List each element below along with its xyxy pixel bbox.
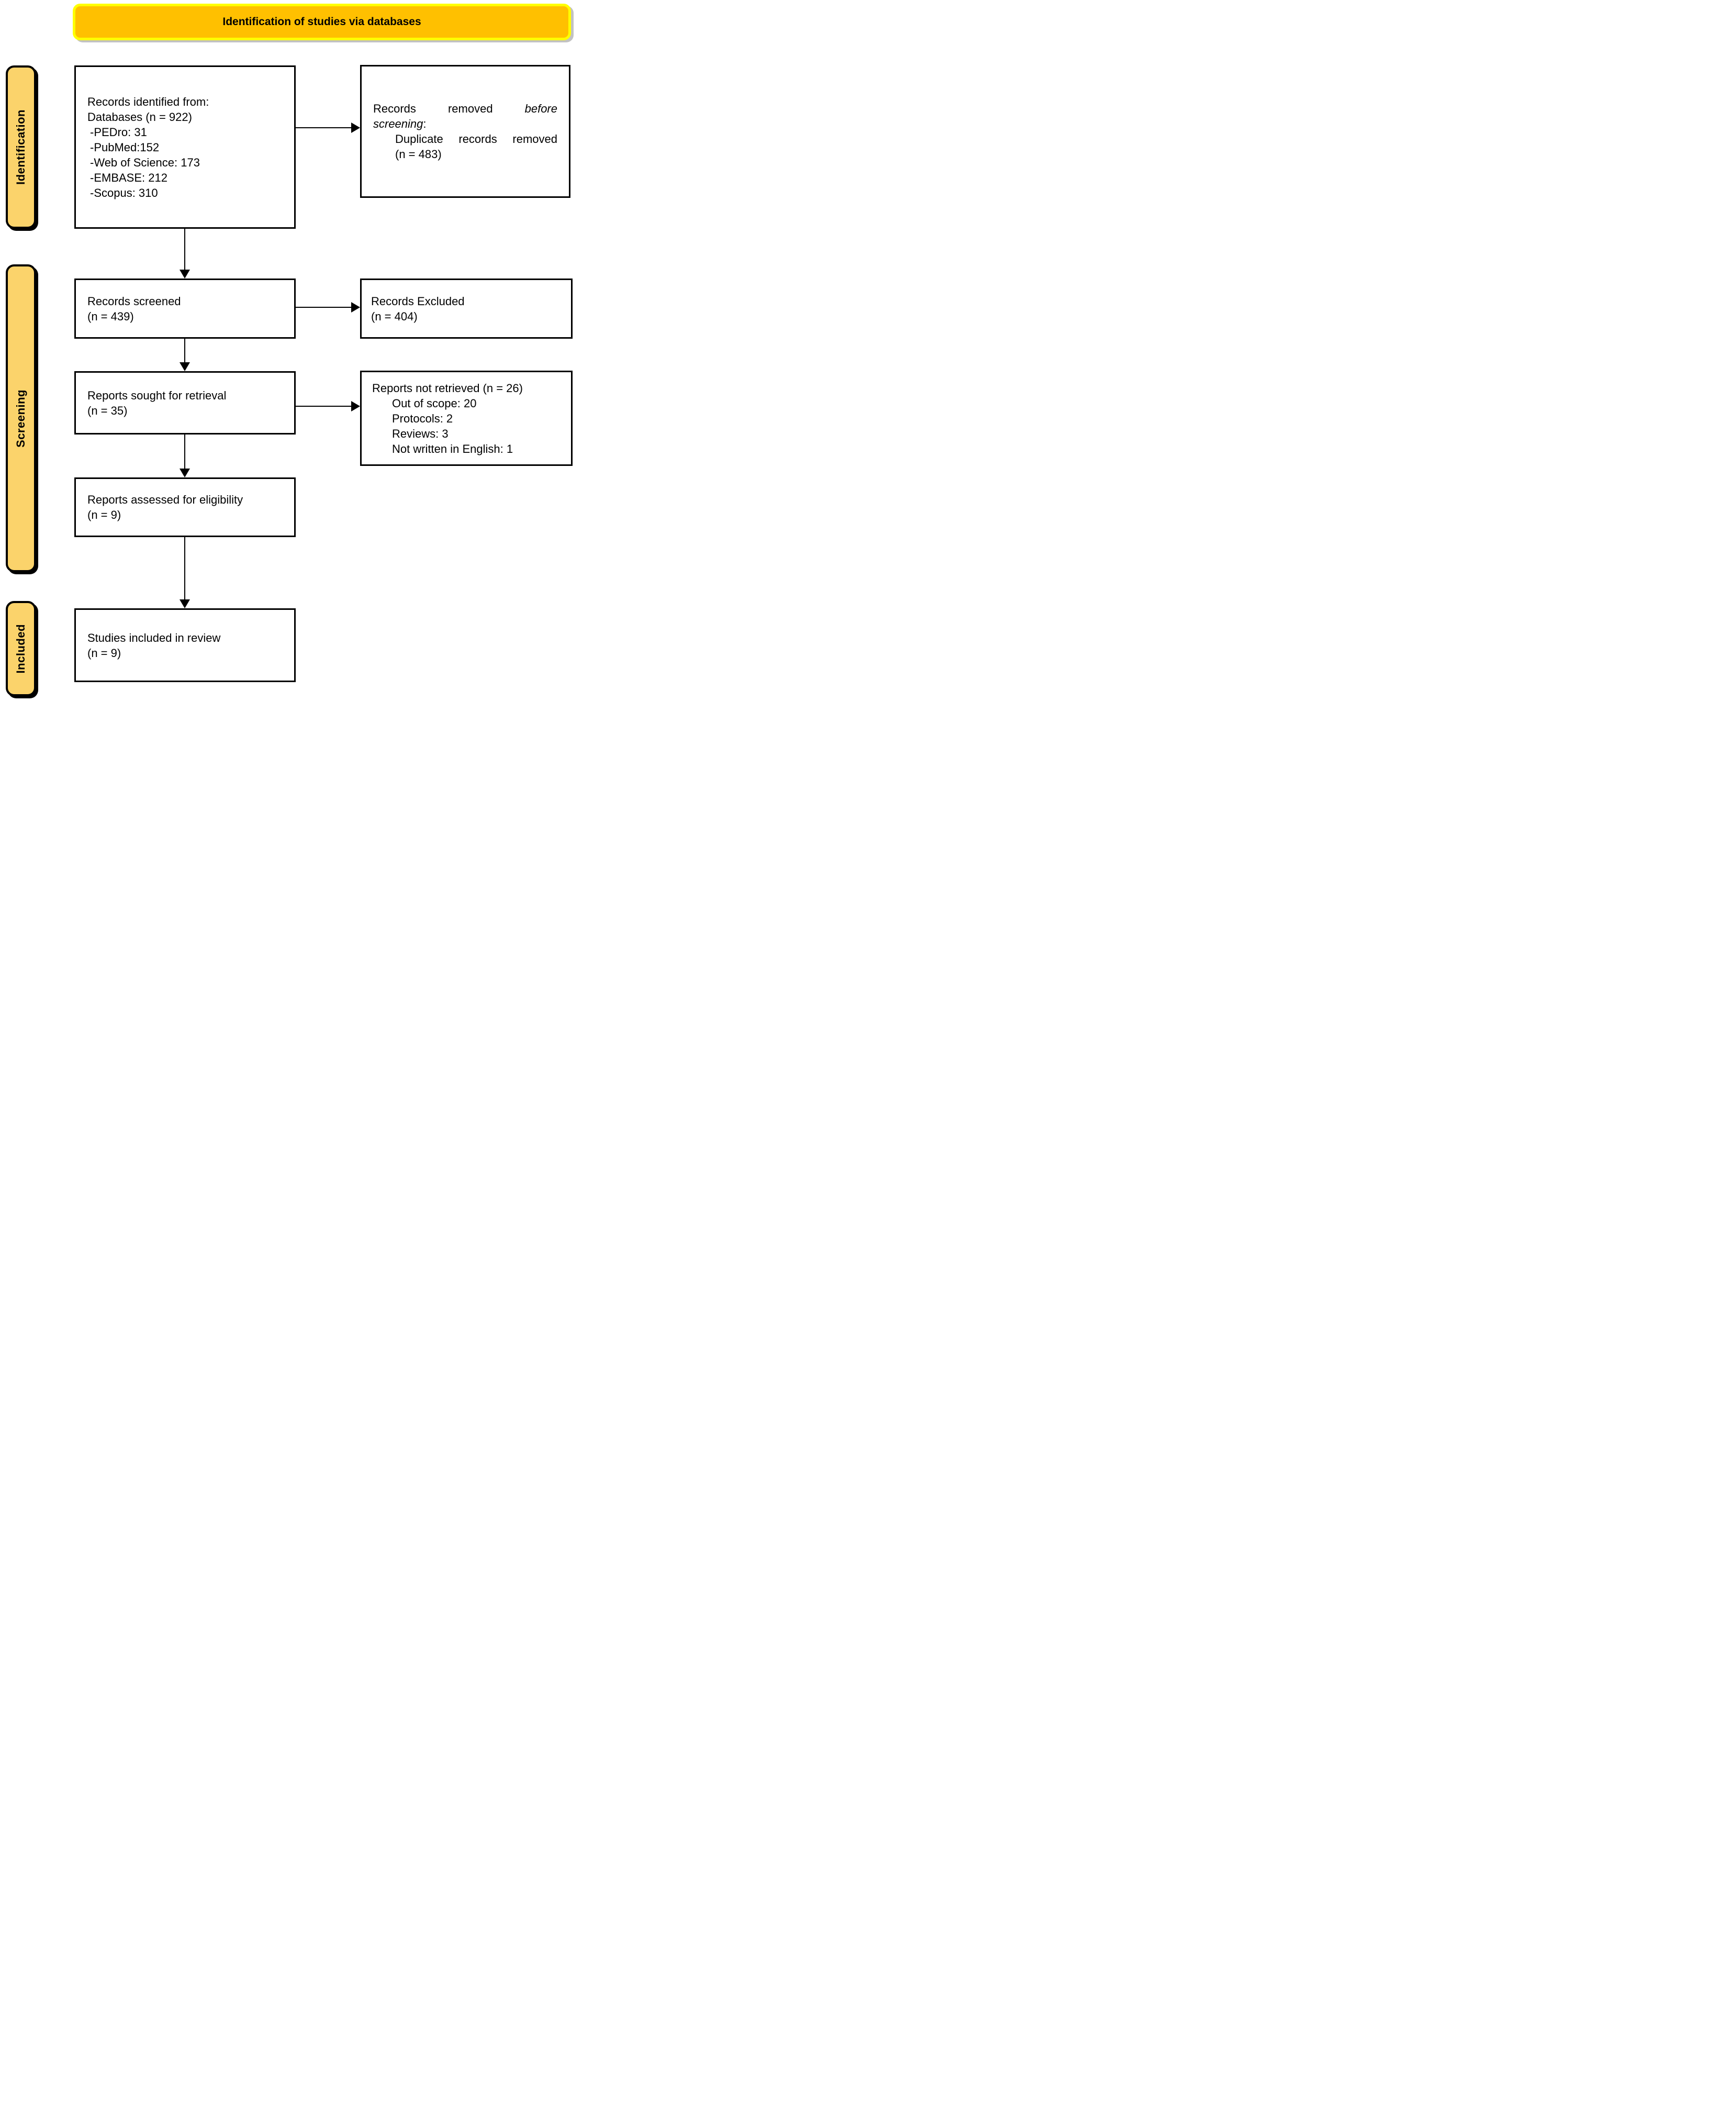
word: records (458, 132, 497, 146)
records-excluded-box: Records Excluded (n = 404) (360, 279, 573, 339)
box-text-line: (n = 483) (395, 148, 442, 161)
stage-label-screening-text: Screening (14, 389, 27, 448)
arrow-screened-to-excluded-head (351, 302, 360, 313)
box-text-line: Reports assessed for eligibility (87, 493, 243, 506)
box-text-line: Reports not retrieved (n = 26) (372, 381, 523, 395)
stage-label-identification: Identification (6, 65, 36, 229)
reports-sought-box: Reports sought for retrieval (n = 35) (74, 371, 296, 435)
box-text-line: Records Excluded (371, 294, 465, 308)
box-text-line: Duplicate records removed (395, 131, 557, 147)
arrow-sought-to-notretrieved-shaft (296, 406, 352, 407)
arrow-identified-to-removed-head (351, 122, 360, 133)
box-text-line: Reports sought for retrieval (87, 388, 227, 402)
box-text-line: -PubMed:152 (90, 140, 160, 154)
word: before (524, 102, 557, 115)
box-text-line: -EMBASE: 212 (90, 171, 167, 184)
diagram-title-banner: Identification of studies via databases (73, 4, 571, 40)
box-text-line: Reviews: 3 (392, 427, 449, 440)
word: screening (373, 117, 423, 130)
box-text-line: (n = 35) (87, 404, 128, 417)
stage-label-screening: Screening (6, 264, 36, 572)
word: Records (373, 102, 416, 115)
stage-label-identification-text: Identification (14, 109, 27, 185)
records-screened-box: Records screened (n = 439) (74, 279, 296, 339)
arrow-identified-to-removed-shaft (296, 127, 352, 128)
word: : (423, 117, 427, 130)
word: Duplicate (395, 132, 443, 146)
arrow-screened-to-sought-head (180, 362, 190, 371)
box-text-line: Records identified from: (87, 95, 209, 108)
arrow-identified-to-screened-shaft (184, 229, 185, 271)
box-text-line: (n = 9) (87, 646, 121, 660)
box-text-line: Not written in English: 1 (392, 442, 513, 455)
box-text-line: -Web of Science: 173 (90, 155, 200, 169)
box-text-line: Records screened (87, 294, 181, 308)
box-text-line: -Scopus: 310 (90, 186, 158, 199)
records-removed-box: Records removed before screening: Duplic… (360, 65, 570, 198)
box-text-line: screening: (373, 116, 557, 131)
box-text-line: (n = 9) (87, 508, 121, 521)
arrow-sought-to-assessed-head (180, 469, 190, 477)
box-text-line: Protocols: 2 (392, 411, 453, 425)
arrow-assessed-to-included-shaft (184, 537, 185, 600)
box-text-line: (n = 404) (371, 309, 418, 323)
arrow-sought-to-assessed-shaft (184, 435, 185, 470)
word: removed (512, 132, 557, 146)
box-text-line: Out of scope: 20 (392, 396, 477, 410)
arrow-assessed-to-included-head (180, 599, 190, 608)
arrow-screened-to-sought-shaft (184, 339, 185, 363)
box-text-line: (n = 439) (87, 309, 134, 323)
arrow-sought-to-notretrieved-head (351, 401, 360, 411)
studies-included-box: Studies included in review (n = 9) (74, 608, 296, 682)
arrow-identified-to-screened-head (180, 270, 190, 279)
stage-label-included-text: Included (14, 623, 27, 674)
box-text-line: Records removed before (373, 101, 557, 116)
word: removed (447, 102, 493, 115)
box-text-line: Studies included in review (87, 631, 221, 644)
box-text-line: -PEDro: 31 (90, 125, 147, 139)
records-identified-box: Records identified from: Databases (n = … (74, 65, 296, 229)
reports-not-retrieved-box: Reports not retrieved (n = 26) Out of sc… (360, 371, 573, 466)
arrow-screened-to-excluded-shaft (296, 307, 352, 308)
prisma-flow-diagram: Identification of studies via databases … (0, 0, 579, 705)
diagram-title: Identification of studies via databases (222, 16, 421, 28)
box-text-line: Databases (n = 922) (87, 110, 192, 124)
reports-assessed-box: Reports assessed for eligibility (n = 9) (74, 477, 296, 537)
stage-label-included: Included (6, 601, 36, 696)
